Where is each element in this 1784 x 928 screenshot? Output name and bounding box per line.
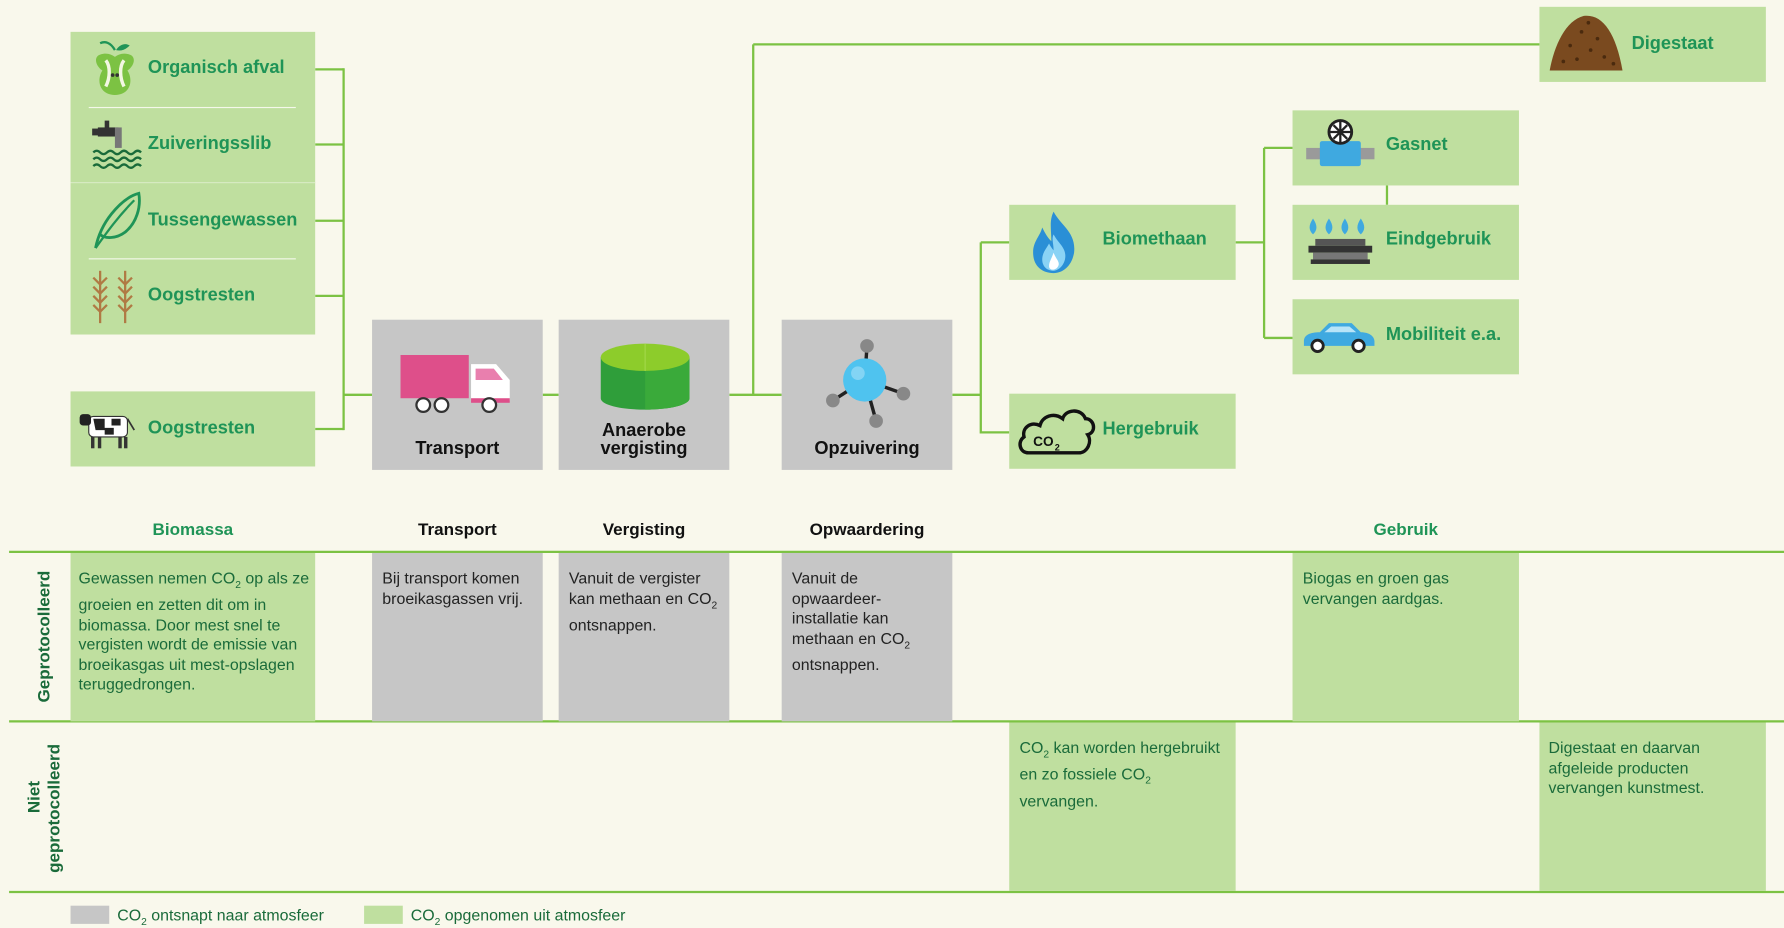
column-header-biomassa: Biomassa <box>152 519 234 540</box>
output-label-digestaat: Digestaat <box>1631 34 1714 54</box>
water-tap-icon <box>92 120 142 169</box>
legend-swatch-grey <box>70 905 110 924</box>
output-box-hergebruik <box>1009 393 1236 469</box>
column-header-opwaardering: Opwaardering <box>809 519 925 540</box>
truck-icon <box>400 354 510 414</box>
divider <box>88 258 296 260</box>
divider <box>88 106 296 109</box>
compost-pile-icon <box>1549 15 1623 71</box>
note-biomassa: Gewassen nemen CO2 op als ze groeien en … <box>78 568 310 694</box>
input-label-zuiveringsslib: Zuiveringsslib <box>147 134 272 154</box>
cell-gebruik-geprotocolleerd <box>1292 552 1519 722</box>
car-icon <box>1303 323 1375 354</box>
note-gebruik: Biogas en groen gas vervangen aardgas. <box>1302 568 1449 608</box>
stage-label-vergisting-line1: Anaerobe <box>602 420 686 441</box>
leaf-icon <box>94 191 141 249</box>
molecule-icon <box>826 339 911 428</box>
legend-label-green: CO2 opgenomen uit atmosfeer <box>410 905 626 928</box>
input-label-tussengewassen: Tussengewassen <box>147 210 298 230</box>
output-label-gasnet: Gasnet <box>1385 135 1448 155</box>
row-label-geprotocolleerd: Geprotocolleerd <box>34 570 55 703</box>
note-digestaat: Digestaat en daarvan afgeleide producten… <box>1548 738 1705 797</box>
output-label-eindgebruik: Eindgebruik <box>1385 229 1492 250</box>
note-opwaardering: Vanuit de opwaardeer-installatie kan met… <box>791 568 911 674</box>
stage-label-opzuivering: Opzuivering <box>814 439 920 459</box>
divider <box>70 182 316 184</box>
cell-digestaat-niet-geprotocolleerd <box>1539 722 1766 891</box>
digester-tank-icon <box>600 343 690 410</box>
cell-hergebruik-niet-geprotocolleerd <box>1009 722 1236 891</box>
cell-opwaardering-geprotocolleerd <box>781 552 953 722</box>
flame-icon <box>1033 211 1075 274</box>
output-label-mobiliteit: Mobiliteit e.a. <box>1385 325 1502 345</box>
apple-core-icon <box>96 41 134 96</box>
input-label-oogstresten-crops: Oogstresten <box>147 285 256 305</box>
column-header-gebruik: Gebruik <box>1373 519 1439 540</box>
row-label-niet-line1: Niet <box>24 780 44 814</box>
note-vergisting: Vanuit de vergister kan methaan en CO2 o… <box>568 568 718 634</box>
cell-biomassa-geprotocolleerd <box>70 552 316 722</box>
row-label-niet-line2: geprotocolleerd <box>44 743 65 873</box>
column-header-vergisting: Vergisting <box>602 519 686 540</box>
wheat-icon <box>92 270 133 324</box>
cell-transport-geprotocolleerd <box>372 552 543 722</box>
column-header-transport: Transport <box>418 519 497 540</box>
output-label-hergebruik: Hergebruik <box>1102 419 1199 440</box>
gas-burner-icon <box>1308 218 1373 264</box>
input-label-oogstresten-manure: Oogstresten <box>147 418 256 439</box>
stage-label-vergisting-line2: vergisting <box>600 439 688 459</box>
input-label-organisch-afval: Organisch afval <box>147 58 285 78</box>
co2-cloud-icon: CO 2 <box>1018 409 1096 455</box>
output-label-biomethaan: Biomethaan <box>1102 229 1207 250</box>
co2-cloud-subscript: 2 <box>1055 443 1060 453</box>
co2-cloud-text: CO <box>1033 434 1054 449</box>
cell-vergisting-geprotocolleerd <box>558 552 730 722</box>
note-hergebruik: CO2 kan worden hergebruikt en zo fossiel… <box>1019 738 1220 810</box>
legend-label-grey: CO2 ontsnapt naar atmosfeer <box>117 905 324 928</box>
gas-valve-icon <box>1306 119 1375 167</box>
stage-label-transport: Transport <box>415 439 500 459</box>
legend-swatch-green <box>364 905 403 924</box>
cow-icon <box>79 414 135 449</box>
note-transport: Bij transport komen broeikasgassen vrij. <box>382 568 524 608</box>
